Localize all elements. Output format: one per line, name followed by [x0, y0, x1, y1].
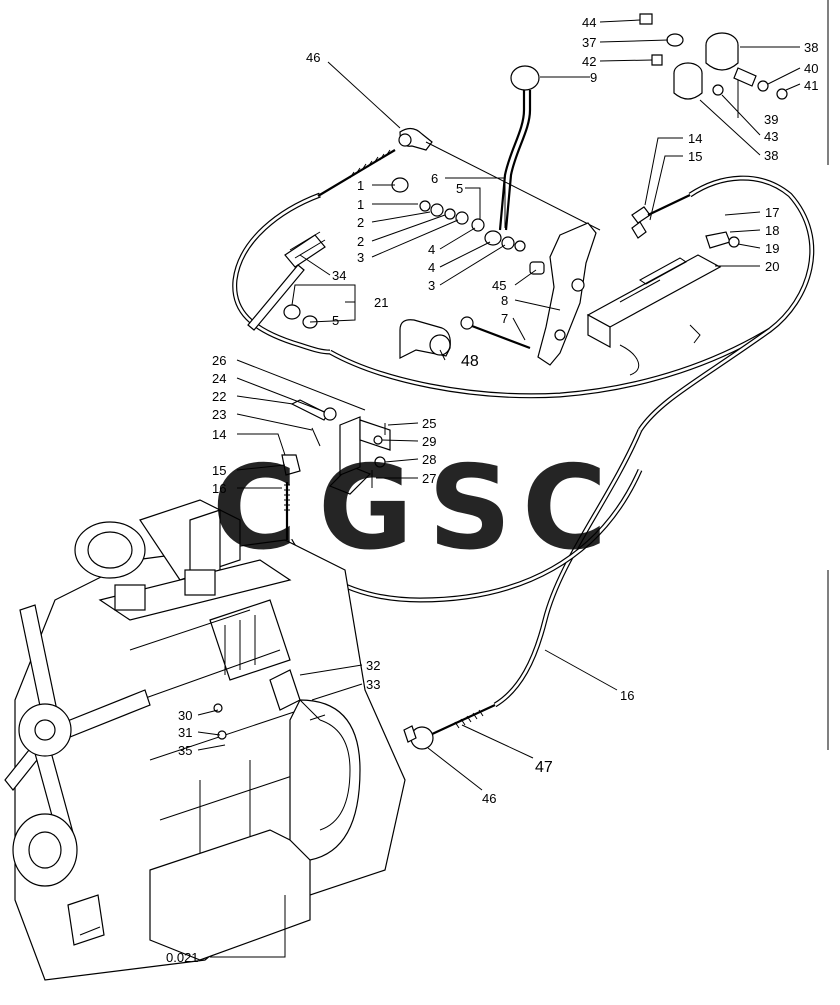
pedal-shaft-21 [247, 264, 318, 331]
watermark: C G S C [212, 441, 607, 576]
callout-44: 44 [582, 15, 596, 30]
callout-5-top: 5 [456, 181, 463, 196]
callout-31: 31 [178, 725, 192, 740]
callout-37: 37 [582, 35, 596, 50]
callout-19: 19 [765, 241, 779, 256]
callout-labels: 44 37 42 9 38 40 41 39 43 38 46 14 15 6 … [166, 15, 818, 965]
pivot-bolt-7 [460, 316, 531, 350]
callout-5-bottom: 5 [332, 313, 339, 328]
callout-28: 28 [422, 452, 436, 467]
callout-15-right: 15 [688, 149, 702, 164]
engine [4, 499, 406, 981]
callout-41: 41 [804, 78, 818, 93]
callout-34: 34 [332, 268, 346, 283]
callout-45: 45 [492, 278, 506, 293]
callout-23: 23 [212, 407, 226, 422]
callout-6: 6 [431, 171, 438, 186]
watermark-letter-c2: C [522, 441, 607, 576]
callout-33: 33 [366, 677, 380, 692]
callout-1-b: 1 [357, 197, 364, 212]
callout-3-b: 3 [428, 278, 435, 293]
callout-46-bottom: 46 [482, 791, 496, 806]
clamp-17-18-19 [705, 231, 740, 249]
callout-30: 30 [178, 708, 192, 723]
pedal-bracket [537, 222, 597, 366]
callout-16-bottom: 16 [620, 688, 634, 703]
callout-4-a: 4 [428, 242, 435, 257]
callout-47: 47 [535, 759, 553, 776]
callout-24: 24 [212, 371, 226, 386]
callout-18: 18 [765, 223, 779, 238]
watermark-letter-g: G [318, 441, 413, 576]
knob-parts-top-right [639, 13, 788, 100]
callout-26: 26 [212, 353, 226, 368]
leader-lines [197, 19, 801, 958]
callout-16-left: 16 [212, 481, 226, 496]
callout-9: 9 [590, 70, 597, 85]
callout-20: 20 [765, 259, 779, 274]
callout-22: 22 [212, 389, 226, 404]
callout-15-left: 15 [212, 463, 226, 478]
callout-43: 43 [764, 129, 778, 144]
callout-3-a: 3 [357, 250, 364, 265]
bracket-20 [586, 254, 722, 376]
callout-38-top: 38 [804, 40, 818, 55]
callout-2-a: 2 [357, 215, 364, 230]
callout-17: 17 [765, 205, 779, 220]
cooling-fan [4, 604, 151, 846]
callout-1-a: 1 [357, 178, 364, 193]
callout-8: 8 [501, 293, 508, 308]
watermark-letter-s: S [428, 441, 512, 576]
clip-14-15-left [281, 454, 301, 476]
callout-14-left: 14 [212, 427, 226, 442]
callout-7: 7 [501, 311, 508, 326]
ball-joint-top [398, 127, 601, 231]
callout-48: 48 [461, 353, 479, 370]
foot-pedal-34 [284, 231, 326, 268]
callout-25: 25 [422, 416, 436, 431]
callout-21: 21 [374, 295, 388, 310]
callout-40: 40 [804, 61, 818, 76]
throttle-cable [232, 175, 815, 708]
callout-14-right: 14 [688, 131, 702, 146]
callout-42: 42 [582, 54, 596, 69]
callout-38-bottom: 38 [764, 148, 778, 163]
callout-4-b: 4 [428, 260, 435, 275]
lever-bushings [391, 177, 545, 275]
callout-27: 27 [422, 471, 436, 486]
callout-0-021: 0.021 [166, 950, 199, 965]
cable-end-16-left [284, 482, 290, 540]
cable-end-47 [403, 704, 496, 750]
callout-32: 32 [366, 658, 380, 673]
bolt-22-washer-24 [290, 399, 337, 447]
callout-39: 39 [764, 112, 778, 127]
callout-46-top: 46 [306, 50, 320, 65]
watermark-letter-c1: C [212, 441, 297, 576]
callout-35: 35 [178, 743, 192, 758]
clevis-14-15-right [631, 194, 691, 239]
throttle-lever [498, 65, 540, 231]
callout-2-b: 2 [357, 234, 364, 249]
cable-bracket [328, 416, 391, 495]
callout-29: 29 [422, 434, 436, 449]
cable-threaded-end-top [317, 149, 396, 197]
sensor-48 [399, 319, 451, 359]
